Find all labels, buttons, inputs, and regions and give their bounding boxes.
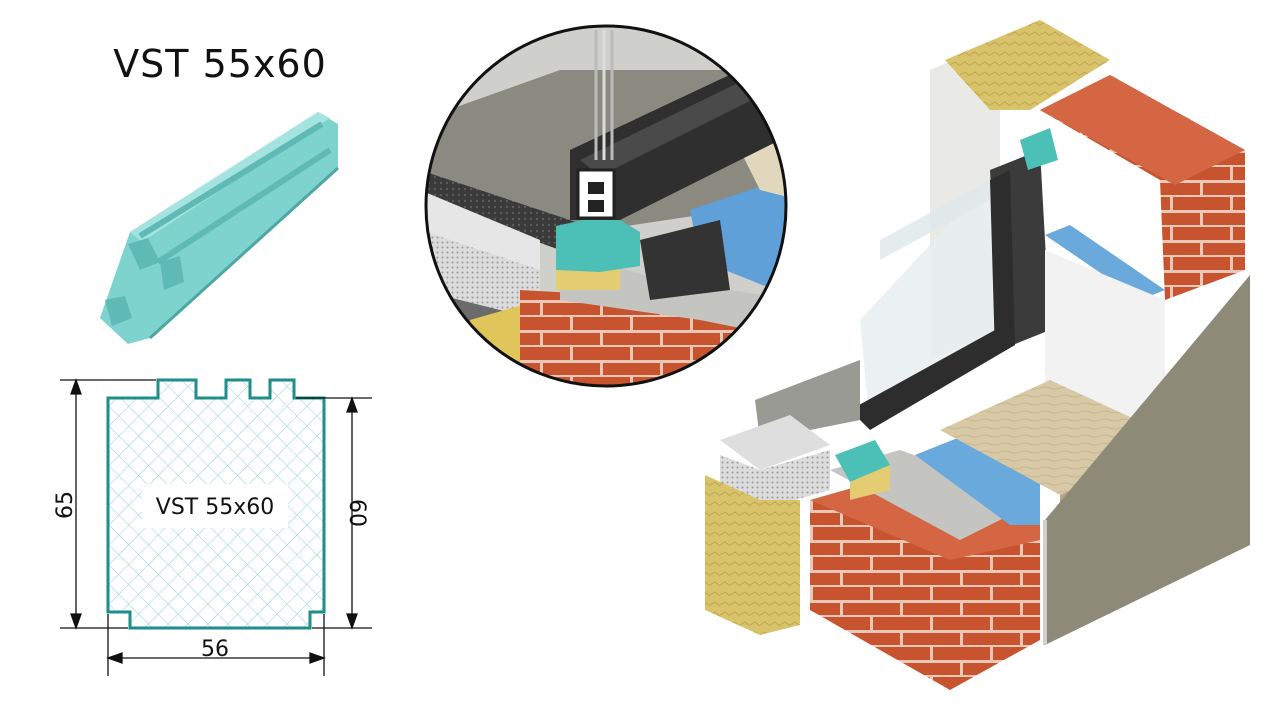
- window-joint-detail-icon: [424, 24, 788, 388]
- profile-cross-section: VST 55x60: [106, 378, 326, 630]
- dimension-width-bottom: 56: [201, 637, 229, 662]
- window-frame-detail: [570, 30, 780, 220]
- profile-section-label: VST 55x60: [156, 495, 274, 520]
- dimension-lines: [60, 378, 372, 676]
- insulating-profile-3d-icon: [100, 112, 340, 344]
- wall-window-section-icon: [705, 20, 1250, 690]
- dimension-height-right: 60: [344, 499, 369, 527]
- dimension-height-left: 65: [53, 491, 78, 519]
- page-title: VST 55x60: [113, 42, 327, 86]
